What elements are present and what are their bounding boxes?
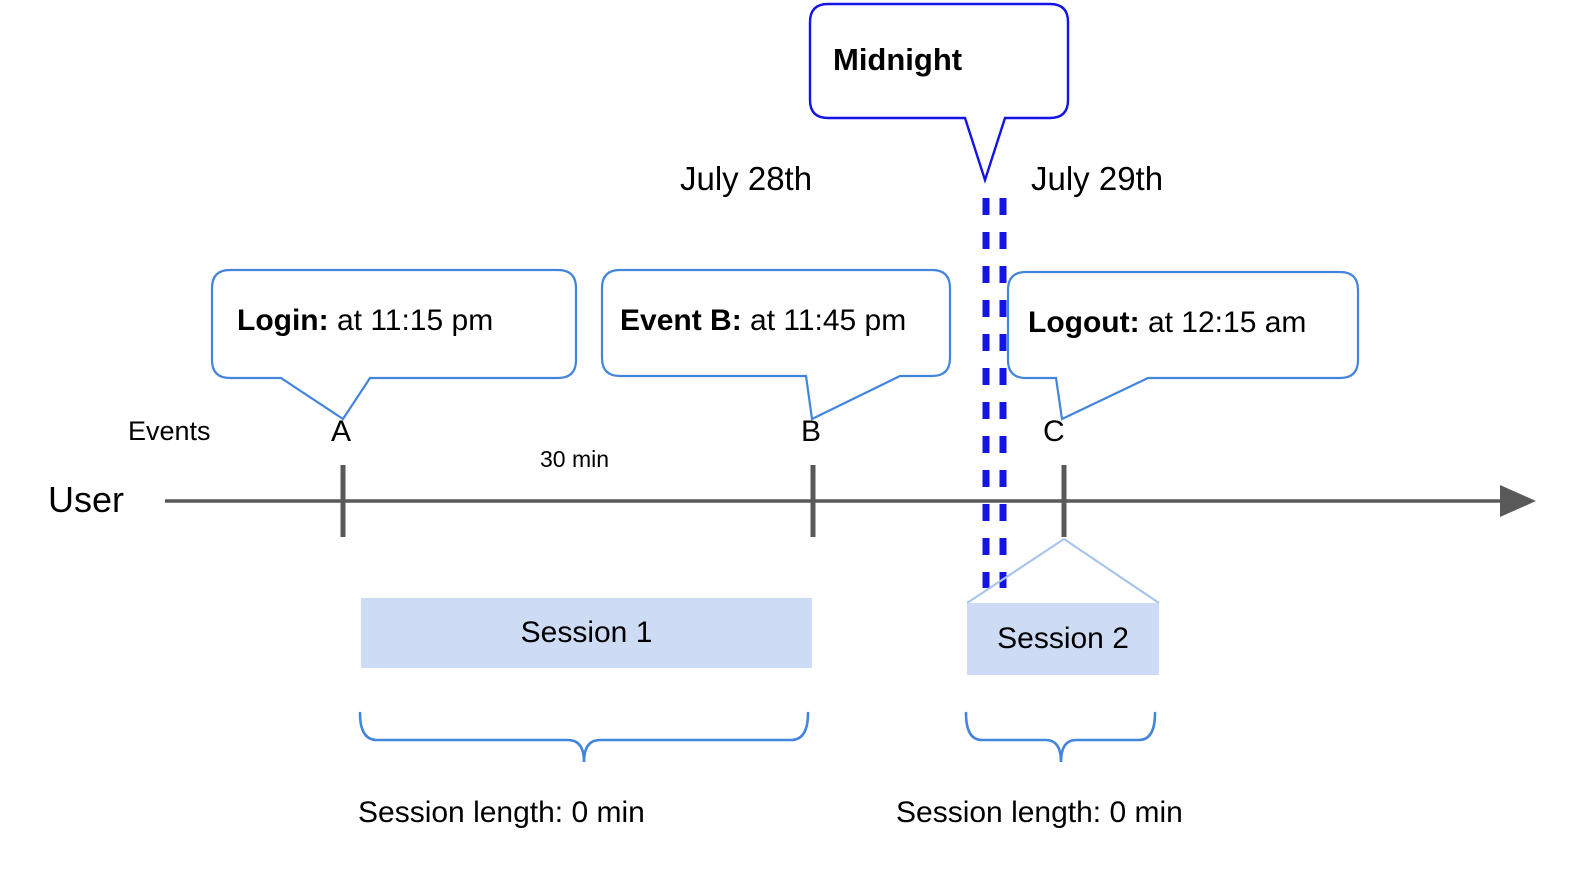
midnight-callout-shape (808, 2, 1070, 184)
logout-callout-bold: Logout: (1028, 306, 1140, 339)
session-1-brace (358, 711, 810, 763)
session-1-length-label: Session length: 0 min (358, 796, 645, 829)
date-label-july-29: July 29th (1031, 160, 1164, 197)
events-row-label: Events (128, 416, 211, 446)
session-1-label: Session 1 (520, 616, 653, 649)
session-2-label: Session 2 (997, 622, 1129, 655)
logout-callout-rest: at 12:15 am (1139, 306, 1307, 339)
session-2-brace (964, 711, 1157, 763)
midnight-callout-label: Midnight (833, 42, 963, 77)
event-marker-label-a: A (331, 415, 352, 448)
event-b-callout-shape (600, 268, 952, 421)
date-label-july-28: July 28th (680, 160, 813, 197)
event-marker-label-c: C (1043, 415, 1065, 448)
event-b-callout-label: Event B: at 11:45 pm (620, 306, 906, 336)
logout-callout-label: Logout: at 12:15 am (1028, 308, 1306, 338)
session-1-box: Session 1 (361, 598, 812, 668)
login-callout-label: Login: at 11:15 pm (237, 306, 493, 336)
user-row-label: User (48, 479, 125, 520)
event-b-callout-bold: Event B: (620, 304, 742, 337)
timeline-arrow-head (1500, 485, 1536, 517)
session-2-length-label: Session length: 0 min (896, 796, 1183, 829)
login-callout-bold: Login: (237, 304, 329, 337)
event-b-callout-rest: at 11:45 pm (741, 304, 907, 337)
session-2-box: Session 2 (967, 603, 1159, 675)
session-2-connector-lines (966, 538, 1160, 604)
login-callout-rest: at 11:15 pm (328, 304, 494, 337)
gap-duration-label: 30 min (540, 446, 610, 472)
logout-callout-shape (1006, 270, 1360, 421)
login-callout-shape (210, 268, 578, 421)
event-marker-label-b: B (801, 415, 822, 448)
